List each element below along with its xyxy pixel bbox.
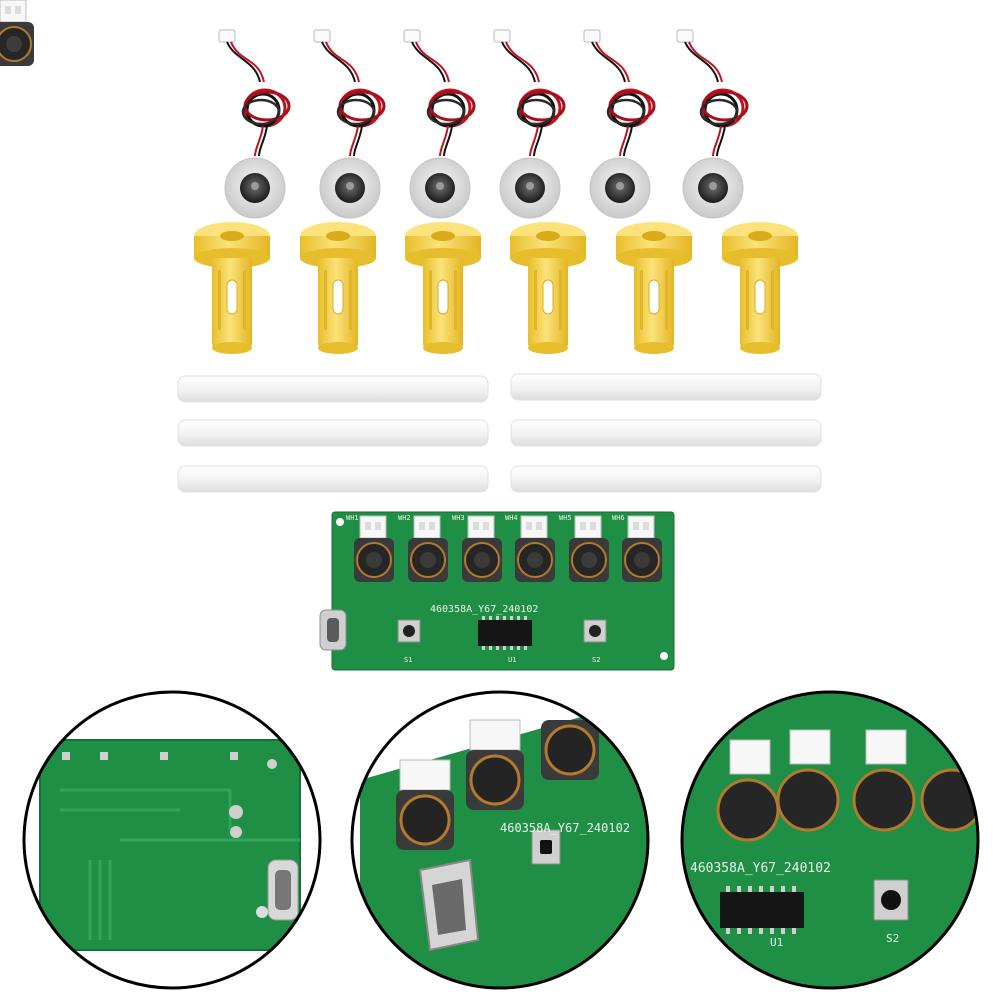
chip-label-closeup: U1 <box>770 936 783 949</box>
port-label: WH3 <box>452 514 465 522</box>
ic-chip <box>478 620 532 646</box>
atomizer-disc-with-wire <box>402 28 476 220</box>
port-label: WH5 <box>559 514 572 522</box>
pcb-back-closeup <box>22 690 322 990</box>
driver-pcb-board: WH1 WH2 WH3 WH4 WH5 WH6 460358A_Y67_2401… <box>0 0 675 671</box>
cotton-sticks <box>177 373 822 493</box>
cotton-stick <box>177 419 489 447</box>
cotton-stick <box>177 465 489 493</box>
cotton-stick <box>510 419 822 447</box>
yellow-holder <box>299 221 377 355</box>
kit-contents-illustration: WH1 WH2 WH3 WH4 WH5 WH6 460358A_Y67_2401… <box>0 0 822 671</box>
atomizer-disc-with-wire <box>582 28 656 220</box>
pcb-model-label: 460358A_Y67_240102 <box>430 604 538 615</box>
port-label: WH6 <box>612 514 625 522</box>
switch-label-closeup: S2 <box>886 932 899 945</box>
yellow-holder <box>404 221 482 355</box>
chip-label: U1 <box>508 656 516 664</box>
inductor-and-chip-closeup: 460358A_Y67_240102 U1 S2 <box>680 690 980 990</box>
port-label: WH2 <box>398 514 411 522</box>
yellow-holder <box>509 221 587 355</box>
port-label: WH1 <box>346 514 359 522</box>
cotton-stick <box>510 373 822 401</box>
yellow-holder <box>721 221 799 355</box>
atomizer-disc-with-wire <box>675 28 749 220</box>
detail-closeups: 460358A_Y67_240102 <box>22 690 980 990</box>
pcb-model-label-closeup: 460358A_Y67_240102 <box>500 821 630 835</box>
port-label: WH4 <box>505 514 518 522</box>
atomizer-disc-with-wire <box>217 28 291 220</box>
yellow-holder <box>615 221 693 355</box>
atomizer-disc-with-wire <box>492 28 566 220</box>
cotton-stick <box>510 465 822 493</box>
atomizer-disc-with-wire <box>312 28 386 220</box>
pcb-model-label-closeup-2: 460358A_Y67_240102 <box>690 861 831 876</box>
usb-c-port-closeup: 460358A_Y67_240102 <box>350 690 650 990</box>
switch-label: S2 <box>592 656 600 664</box>
switch-label: S1 <box>404 656 412 664</box>
yellow-holder <box>193 221 271 355</box>
cotton-stick <box>177 375 489 403</box>
